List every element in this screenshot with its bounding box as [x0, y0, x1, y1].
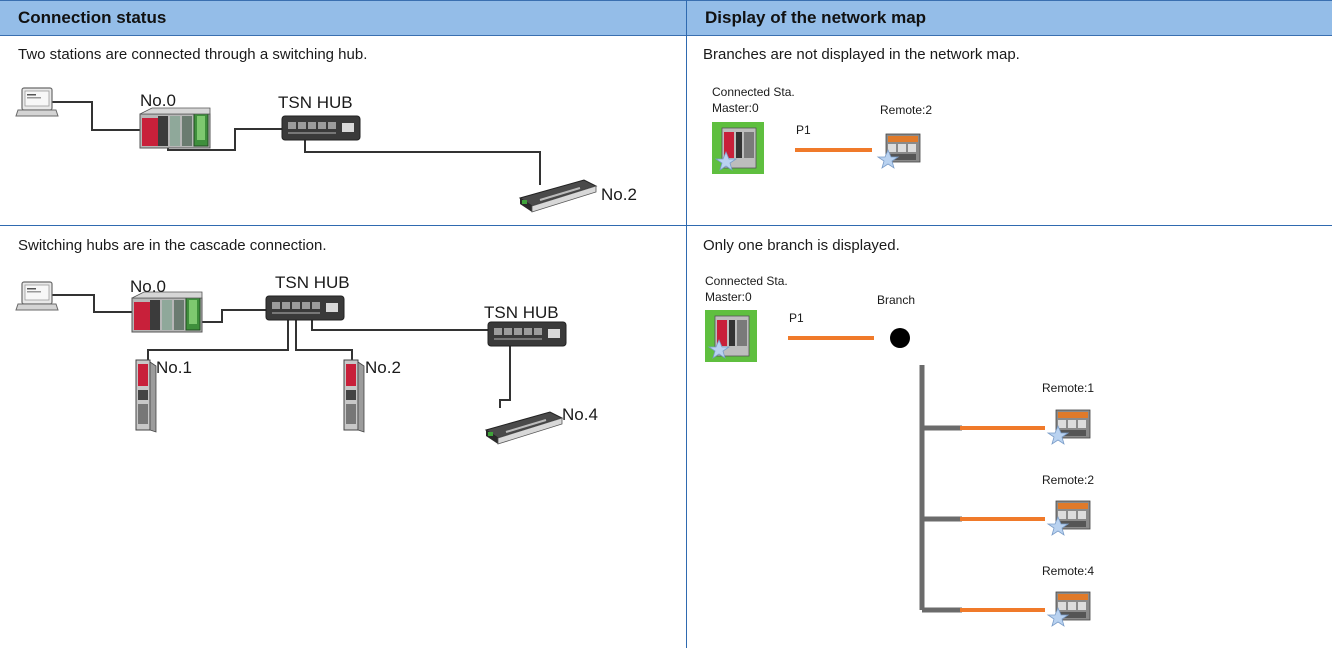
plc-station-0-icon	[131, 291, 203, 333]
map2-remote1-label: Remote:1	[1042, 381, 1094, 395]
servo-station-1-icon	[135, 359, 157, 433]
map2-connected-label: Connected Sta.	[705, 274, 788, 288]
row1-status-caption: Two stations are connected through a swi…	[18, 46, 368, 63]
map2-port-label: P1	[789, 311, 804, 325]
branch-node-icon	[890, 328, 910, 348]
remote-io-station-4-icon	[485, 411, 563, 445]
map1-master-label: Master:0	[712, 101, 759, 115]
header-network-map: Display of the network map	[687, 0, 1332, 36]
column-divider	[686, 0, 687, 648]
branch-links	[960, 426, 1045, 612]
remote-io-station-2-icon	[519, 179, 597, 213]
map2-remote2-icon	[1047, 500, 1091, 536]
row1-map-caption: Branches are not displayed in the networ…	[703, 46, 1020, 63]
row2-map-caption: Only one branch is displayed.	[703, 237, 900, 254]
row2-status-caption: Switching hubs are in the cascade connec…	[18, 237, 327, 254]
map2-remote4-label: Remote:4	[1042, 564, 1094, 578]
label-tsn-hub: TSN HUB	[278, 93, 353, 112]
row2-connection-diagram	[50, 294, 511, 408]
map1-connected-label: Connected Sta.	[712, 85, 795, 99]
row1-connection-diagram	[50, 101, 541, 185]
label-station-2: No.2	[601, 185, 637, 204]
servo-station-2-icon	[343, 359, 365, 433]
map1-remote-label: Remote:2	[880, 103, 932, 117]
label-station-0: No.0	[140, 91, 176, 110]
branch-trunk	[919, 365, 962, 613]
label-station-1: No.1	[156, 358, 192, 377]
map2-branch-label: Branch	[877, 293, 915, 307]
map1-port-label: P1	[796, 123, 811, 137]
map2-remote2-label: Remote:2	[1042, 473, 1094, 487]
label-station-4: No.4	[562, 405, 598, 424]
row-divider	[0, 225, 1332, 226]
map2-remote4-icon	[1047, 591, 1091, 627]
switching-hub-2-icon	[487, 321, 567, 347]
header-connection-status: Connection status	[0, 0, 686, 36]
map2-master-label: Master:0	[705, 290, 752, 304]
switching-hub-icon	[281, 115, 361, 141]
map1-master-icon	[711, 121, 765, 175]
label-station-0: No.0	[130, 277, 166, 296]
plc-station-0-icon	[139, 107, 211, 149]
map2-master-icon	[704, 309, 758, 363]
label-tsn-hub-2: TSN HUB	[484, 303, 559, 322]
label-tsn-hub-1: TSN HUB	[275, 273, 350, 292]
label-station-2: No.2	[365, 358, 401, 377]
switching-hub-1-icon	[265, 295, 345, 321]
map2-remote1-icon	[1047, 409, 1091, 445]
laptop-icon	[15, 87, 59, 117]
laptop-icon	[15, 281, 59, 311]
map1-remote-icon	[877, 133, 921, 169]
